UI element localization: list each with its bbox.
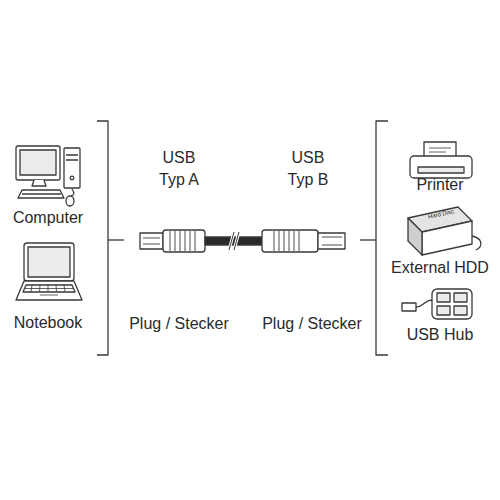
hub-port — [437, 306, 450, 315]
cable-break-line — [229, 232, 239, 250]
usb-b-shell — [318, 233, 345, 249]
printer-icon — [410, 156, 472, 178]
right-bracket — [376, 121, 388, 355]
monitor-screen — [20, 150, 56, 175]
usb-b-body — [262, 230, 318, 252]
hdd-cable — [472, 236, 481, 250]
device-label: Printer — [416, 175, 463, 195]
hub-port — [454, 306, 467, 315]
device-label: Notebook — [14, 313, 83, 333]
tower-drive — [66, 155, 78, 160]
monitor-stand — [32, 180, 46, 186]
keyboard-icon — [18, 190, 64, 198]
usb-b-contacts — [322, 237, 342, 245]
usb-a-body — [163, 230, 205, 252]
notebook-base — [16, 281, 82, 300]
left-bracket — [97, 121, 108, 355]
device-node: Notebook — [2, 240, 94, 333]
hub-port — [437, 293, 450, 302]
device-node: Printer — [395, 140, 485, 195]
notebook-lid — [24, 243, 74, 281]
hdd-side — [408, 218, 422, 255]
device-node: USB Hub — [395, 285, 485, 345]
mouse-icon — [66, 196, 74, 206]
device-node: Computer — [2, 140, 94, 228]
tower-icon — [64, 148, 80, 188]
connector-label: USB Typ B — [283, 147, 333, 191]
usb-a-shell — [140, 233, 163, 249]
bracket-tick — [360, 239, 376, 240]
connector-label: Plug / Stecker — [247, 313, 377, 335]
plug-grip — [170, 231, 195, 251]
tower-button — [70, 176, 74, 180]
usb-a-contacts — [143, 238, 160, 244]
notebook-screen — [28, 247, 70, 277]
hub-plug — [402, 303, 416, 311]
device-label: External HDD — [391, 258, 489, 278]
hub-port — [454, 293, 467, 302]
hub-icon — [432, 289, 472, 319]
connector-label: Plug / Stecker — [114, 313, 244, 335]
notebook-keys — [25, 285, 74, 295]
hdd-front — [422, 221, 472, 255]
device-label: Computer — [13, 208, 83, 228]
connector-label: USB Typ A — [154, 147, 204, 191]
bracket-tick — [108, 239, 124, 240]
device-label: USB Hub — [407, 325, 474, 345]
cable-break — [229, 232, 239, 250]
plug-grip — [274, 231, 299, 251]
printer-slot — [418, 167, 464, 173]
keyboard-keys — [22, 193, 61, 194]
mouse-cable — [71, 189, 74, 196]
monitor-icon — [16, 146, 60, 180]
hub-cable — [416, 300, 432, 307]
printer-paper-lines — [429, 148, 451, 152]
